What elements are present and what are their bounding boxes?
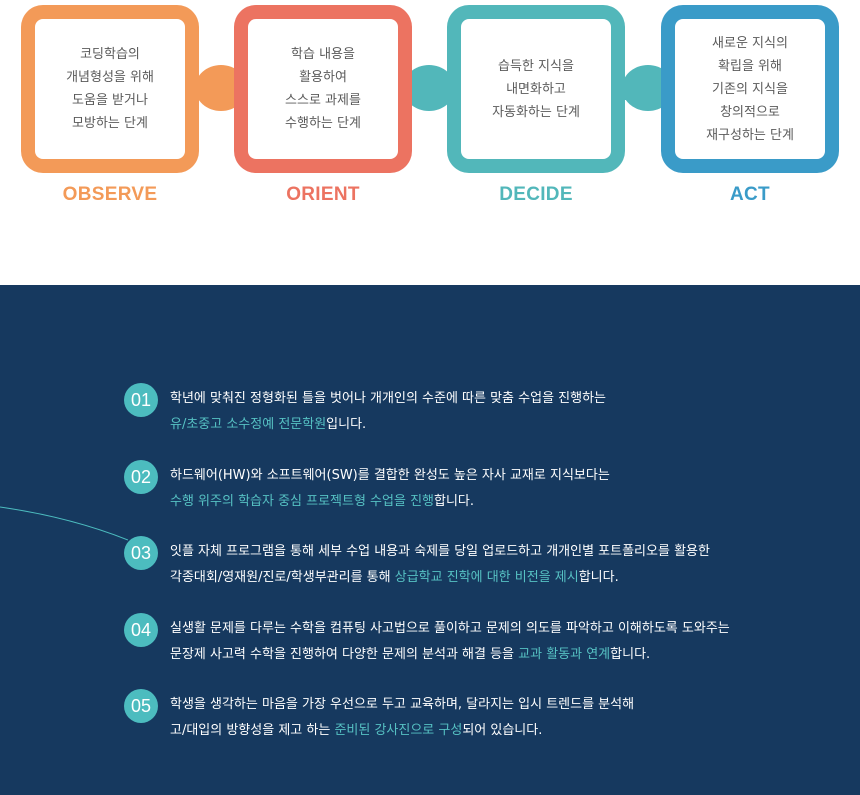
highlight-text: 유/초중고 소수정예 전문학원 — [170, 417, 327, 432]
highlight-text: 수행 위주의 학습자 중심 프로젝트형 수업을 진행 — [170, 494, 434, 509]
decorative-curve-line — [0, 506, 129, 541]
label-act: ACT — [730, 184, 770, 205]
piece-line: 코딩학습의 — [80, 47, 140, 62]
piece-line: 도움을 받거나 — [72, 93, 148, 108]
feature-line-2: 고/대입의 방향성을 제고 하는 준비된 강사진으로 구성되어 있습니다. — [170, 718, 820, 744]
feature-line-2: 문장제 사고력 수학을 진행하여 다양한 문제의 분석과 해결 등을 교과 활동… — [170, 642, 820, 668]
piece-line: 자동화하는 단계 — [492, 104, 580, 120]
highlight-text: 교과 활동과 연계 — [518, 647, 611, 662]
feature-text: 실생활 문제를 다루는 수학을 컴퓨팅 사고법으로 풀이하고 문제의 의도를 파… — [170, 616, 820, 668]
piece-line: 내면화하고 — [506, 81, 566, 97]
feature-text: 학생을 생각하는 마음을 가장 우선으로 두고 교육하며, 달라지는 입시 트렌… — [170, 692, 820, 744]
number-badge: 02 — [124, 460, 158, 494]
piece-line: 스스로 과제를 — [285, 93, 361, 108]
piece-text-act: 새로운 지식의 확립을 위해 기존의 지식을 창의적으로 재구성하는 단계 — [675, 19, 825, 159]
piece-line: 확립을 위해 — [718, 58, 782, 74]
piece-line: 습득한 지식을 — [498, 58, 574, 74]
line2-suffix: 합니다. — [610, 647, 651, 662]
feature-line-2: 유/초중고 소수정예 전문학원입니다. — [170, 412, 820, 438]
piece-text-observe: 코딩학습의 개념형성을 위해 도움을 받거나 모방하는 단계 — [35, 19, 185, 159]
line2-text: 문장제 사고력 수학을 진행하여 다양한 문제의 분석과 해결 등을 — [170, 647, 519, 662]
piece-line: 재구성하는 단계 — [706, 127, 794, 143]
line2-suffix: 합니다. — [578, 570, 619, 585]
line2-text: 고/대입의 방향성을 제고 하는 — [170, 723, 335, 738]
feature-line-2: 각종대회/영재원/진로/학생부관리를 통해 상급학교 진학에 대한 비전을 제시… — [170, 565, 820, 591]
feature-text: 학년에 맞춰진 정형화된 틀을 벗어나 개개인의 수준에 따른 맞춤 수업을 진… — [170, 386, 820, 438]
label-observe: OBSERVE — [62, 184, 158, 205]
feature-text: 잇플 자체 프로그램을 통해 세부 수업 내용과 숙제를 당일 업로드하고 개개… — [170, 539, 820, 591]
line2-suffix: 되어 있습니다. — [462, 723, 543, 738]
piece-line: 수행하는 단계 — [285, 116, 361, 131]
piece-line: 새로운 지식의 — [712, 35, 788, 51]
puzzle-piece-decide: 습득한 지식을 내면화하고 자동화하는 단계 — [447, 5, 625, 173]
puzzle-piece-orient: 학습 내용을 활용하여 스스로 과제를 수행하는 단계 — [234, 5, 412, 173]
number-badge: 01 — [124, 383, 158, 417]
feature-line-1: 실생활 문제를 다루는 수학을 컴퓨팅 사고법으로 풀이하고 문제의 의도를 파… — [170, 621, 730, 636]
features-section: 01 학년에 맞춰진 정형화된 틀을 벗어나 개개인의 수준에 따른 맞춤 수업… — [0, 285, 860, 795]
piece-line: 개념형성을 위해 — [66, 70, 154, 85]
feature-line-2: 수행 위주의 학습자 중심 프로젝트형 수업을 진행합니다. — [170, 489, 820, 515]
piece-line: 기존의 지식을 — [712, 81, 788, 97]
feature-line-1: 잇플 자체 프로그램을 통해 세부 수업 내용과 숙제를 당일 업로드하고 개개… — [170, 544, 710, 559]
number-badge: 04 — [124, 613, 158, 647]
label-orient: ORIENT — [286, 184, 360, 205]
piece-text-orient: 학습 내용을 활용하여 스스로 과제를 수행하는 단계 — [248, 19, 398, 159]
piece-line: 활용하여 — [299, 70, 347, 85]
piece-line: 학습 내용을 — [291, 47, 355, 62]
puzzle-piece-observe: 코딩학습의 개념형성을 위해 도움을 받거나 모방하는 단계 — [21, 5, 199, 173]
piece-text-decide: 습득한 지식을 내면화하고 자동화하는 단계 — [461, 19, 611, 159]
feature-line-1: 하드웨어(HW)와 소프트웨어(SW)를 결합한 완성도 높은 자사 교재로 지… — [170, 468, 610, 483]
label-decide: DECIDE — [499, 184, 573, 205]
number-badge: 05 — [124, 689, 158, 723]
feature-text: 하드웨어(HW)와 소프트웨어(SW)를 결합한 완성도 높은 자사 교재로 지… — [170, 463, 820, 515]
ooda-diagram: 코딩학습의 개념형성을 위해 도움을 받거나 모방하는 단계 OBSERVE 학… — [0, 0, 860, 285]
piece-line: 모방하는 단계 — [72, 116, 148, 131]
number-badge: 03 — [124, 536, 158, 570]
line2-suffix: 합니다. — [434, 494, 475, 509]
piece-line: 창의적으로 — [720, 104, 780, 120]
feature-line-1: 학년에 맞춰진 정형화된 틀을 벗어나 개개인의 수준에 따른 맞춤 수업을 진… — [170, 391, 607, 406]
line2-suffix: 입니다. — [326, 417, 367, 432]
puzzle-piece-act: 새로운 지식의 확립을 위해 기존의 지식을 창의적으로 재구성하는 단계 — [661, 5, 839, 173]
line2-text: 각종대회/영재원/진로/학생부관리를 통해 — [170, 570, 395, 585]
highlight-text: 상급학교 진학에 대한 비전을 제시 — [394, 570, 579, 585]
feature-line-1: 학생을 생각하는 마음을 가장 우선으로 두고 교육하며, 달라지는 입시 트렌… — [170, 697, 635, 712]
highlight-text: 준비된 강사진으로 구성 — [334, 723, 463, 738]
